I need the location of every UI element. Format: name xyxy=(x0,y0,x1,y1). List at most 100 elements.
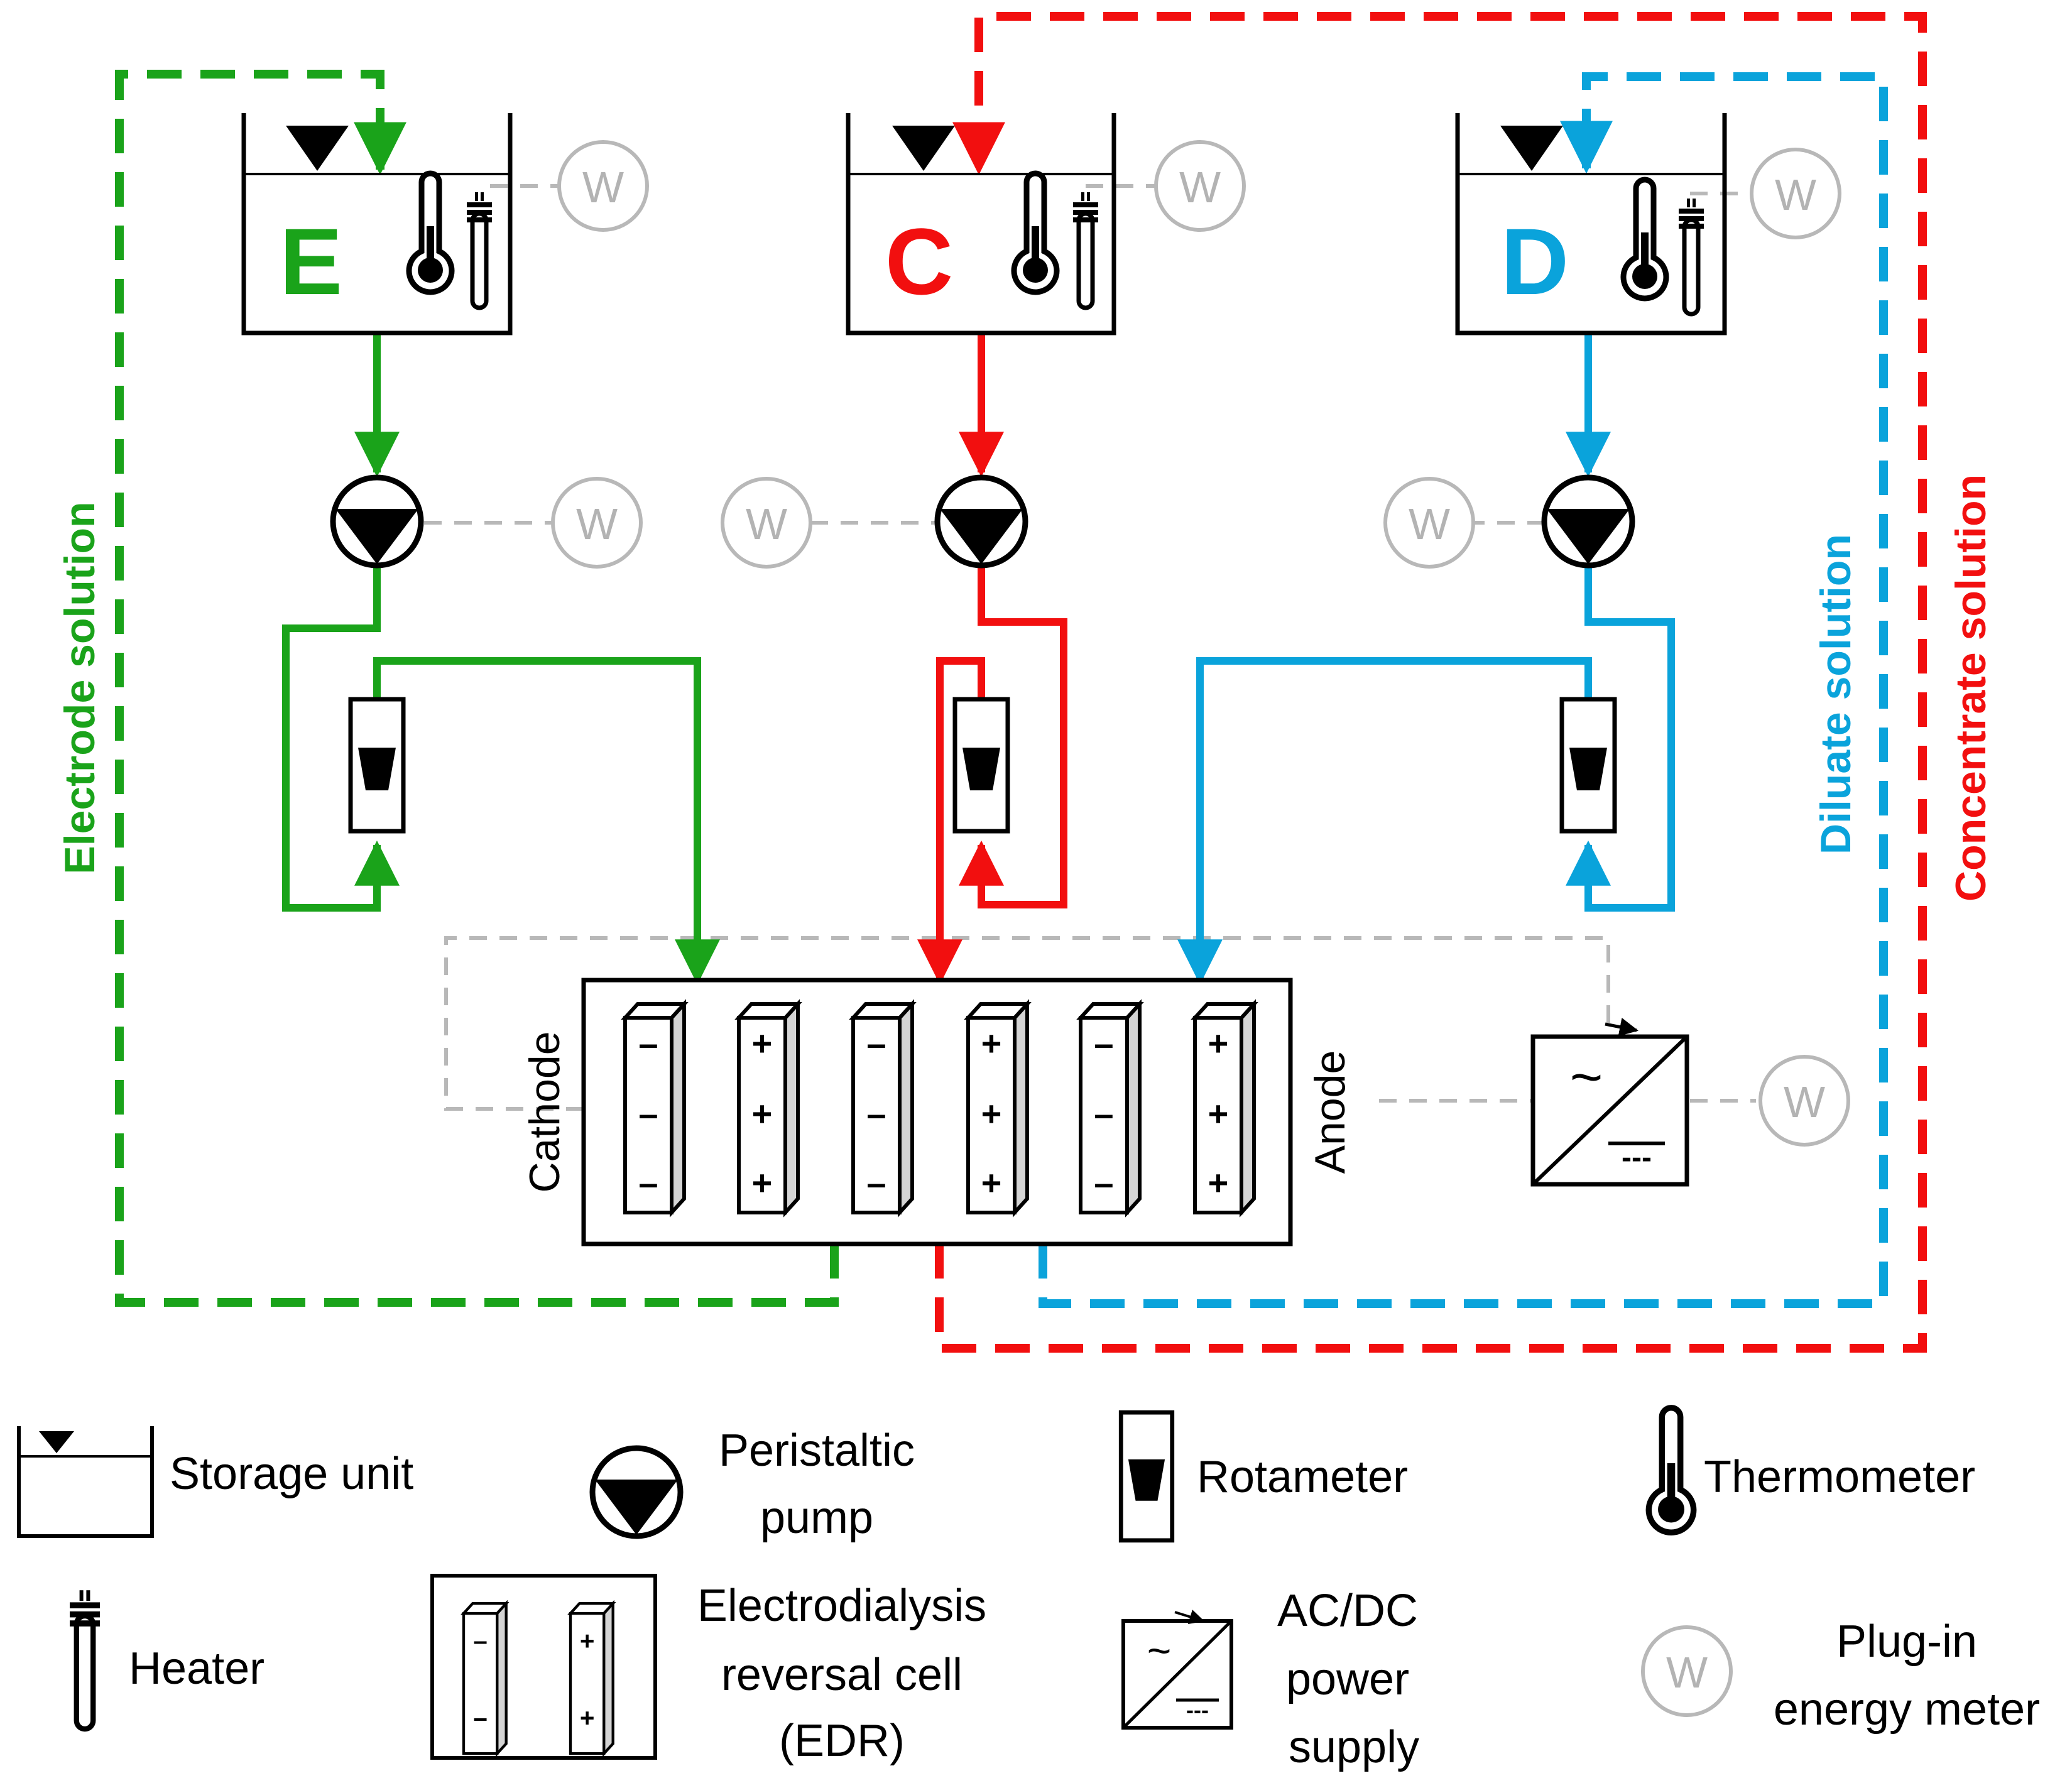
concentrate-solution-label: Concentrate solution xyxy=(1947,474,1995,902)
rotameter-icon xyxy=(1121,1412,1172,1540)
thermometer-icon xyxy=(409,173,452,292)
tank-label: E xyxy=(280,209,342,314)
diluate-return-loop xyxy=(1039,72,1888,1308)
svg-text:W: W xyxy=(1179,163,1221,212)
heater-icon xyxy=(70,1590,100,1729)
svg-text:Plug-in: Plug-in xyxy=(1836,1617,1977,1667)
edr-cell: Cathode Anode – – – + + + – – – + + + xyxy=(521,978,1354,1246)
svg-text:W: W xyxy=(1409,499,1450,548)
rotameter-icon xyxy=(351,699,403,831)
energy-meter-icon: W xyxy=(1758,1055,1850,1147)
svg-text:W: W xyxy=(1666,1648,1708,1697)
legend-rotameter: Rotameter xyxy=(1121,1412,1408,1540)
svg-text:+: + xyxy=(752,1094,773,1133)
electrode-solution-label: Electrode solution xyxy=(56,501,104,874)
storage-tank-electrode: E xyxy=(241,113,513,335)
diluate-solution-label: Diluate solution xyxy=(1812,534,1860,854)
svg-text:+: + xyxy=(752,1023,773,1063)
level-indicator-icon xyxy=(892,126,955,171)
svg-text:energy meter: energy meter xyxy=(1774,1684,2040,1735)
legend-thermometer: Thermometer xyxy=(1649,1408,1975,1532)
svg-text:+: + xyxy=(981,1023,1002,1063)
svg-text:–: – xyxy=(473,1703,487,1732)
legend-edr: – – + + Electrodialysis reversal cell (E… xyxy=(430,1574,986,1766)
power-supply-icon: ~ --- xyxy=(1530,1034,1689,1187)
electrode-flow xyxy=(282,333,720,985)
svg-text:Rotameter: Rotameter xyxy=(1197,1452,1408,1502)
svg-text:–: – xyxy=(866,1163,886,1202)
svg-text:+: + xyxy=(981,1163,1002,1202)
cathode-label: Cathode xyxy=(521,1031,569,1192)
pump-icon xyxy=(1544,477,1632,565)
legend: Storage unit Peristaltic pump Rotameter … xyxy=(17,1408,2040,1772)
legend-energy-meter: W Plug-in energy meter xyxy=(1641,1617,2040,1735)
svg-text:pump: pump xyxy=(760,1493,873,1543)
svg-text:+: + xyxy=(1208,1163,1229,1202)
level-indicator-icon xyxy=(286,126,349,171)
energy-meter-icon: W xyxy=(557,140,649,232)
svg-text:–: – xyxy=(1094,1094,1113,1133)
svg-text:(EDR): (EDR) xyxy=(779,1716,905,1766)
svg-text:supply: supply xyxy=(1289,1722,1419,1772)
energy-meter-icon: W xyxy=(1154,140,1246,232)
legend-heater: Heater xyxy=(70,1590,264,1729)
svg-text:–: – xyxy=(866,1023,886,1063)
rotameter-icon xyxy=(955,699,1008,831)
svg-text:–: – xyxy=(1094,1163,1113,1202)
pump-icon xyxy=(592,1448,680,1536)
svg-text:~: ~ xyxy=(1147,1627,1172,1674)
svg-text:–: – xyxy=(638,1163,658,1202)
diluate-flow xyxy=(1177,333,1675,985)
heater-icon xyxy=(1679,199,1704,314)
energy-meter-icon: W xyxy=(1383,477,1475,569)
thermometer-icon xyxy=(1623,180,1666,298)
svg-text:–: – xyxy=(1094,1023,1113,1063)
membrane-6: + + + xyxy=(1195,1004,1254,1213)
legend-power-supply: ~ --- AC/DC power supply xyxy=(1121,1586,1419,1772)
heater-icon xyxy=(1073,192,1098,308)
membrane-1: – – – xyxy=(625,1004,684,1213)
membrane-4: + + + xyxy=(968,1004,1027,1213)
svg-text:W: W xyxy=(582,163,624,212)
meter-connections xyxy=(424,184,1756,1111)
legend-storage-unit: Storage unit xyxy=(17,1426,413,1538)
membrane-2: + + + xyxy=(739,1004,798,1213)
tank-label: C xyxy=(885,209,953,314)
svg-text:Storage unit: Storage unit xyxy=(170,1449,413,1499)
membrane-3: – – – xyxy=(853,1004,912,1213)
pump-icon xyxy=(937,477,1025,565)
storage-tank-icon xyxy=(17,1426,154,1538)
thermometer-icon xyxy=(1014,173,1057,292)
rotameter-icon xyxy=(1562,699,1615,831)
heater-icon xyxy=(467,192,492,308)
svg-text:---: --- xyxy=(1186,1697,1209,1723)
svg-text:+: + xyxy=(752,1163,773,1202)
svg-text:reversal cell: reversal cell xyxy=(721,1650,962,1700)
svg-text:Thermometer: Thermometer xyxy=(1704,1452,1975,1502)
pump-icon xyxy=(333,477,421,565)
energy-meters: W W W W W W W xyxy=(551,140,1850,1147)
svg-text:W: W xyxy=(746,499,787,548)
svg-text:~: ~ xyxy=(1570,1046,1603,1109)
svg-text:–: – xyxy=(638,1094,658,1133)
svg-text:power: power xyxy=(1286,1654,1409,1704)
svg-text:W: W xyxy=(1784,1077,1825,1126)
svg-text:–: – xyxy=(473,1627,487,1655)
storage-tank-diluate: D xyxy=(1455,113,1727,335)
storage-tank-concentrate: C xyxy=(846,113,1116,335)
energy-meter-icon: W xyxy=(551,477,643,569)
svg-text:Heater: Heater xyxy=(129,1644,264,1694)
membrane-5: – – – xyxy=(1081,1004,1140,1213)
svg-text:AC/DC: AC/DC xyxy=(1277,1586,1418,1636)
svg-text:+: + xyxy=(1208,1023,1229,1063)
level-indicator-icon xyxy=(1500,126,1563,171)
tank-label: D xyxy=(1501,209,1569,314)
energy-meter-icon: W xyxy=(1641,1625,1733,1717)
thermometer-icon xyxy=(1649,1408,1693,1532)
svg-text:Electrodialysis: Electrodialysis xyxy=(697,1581,986,1631)
svg-text:W: W xyxy=(1775,170,1816,219)
svg-text:+: + xyxy=(981,1094,1002,1133)
concentrate-return-loop xyxy=(935,12,1927,1353)
svg-text:W: W xyxy=(576,499,618,548)
